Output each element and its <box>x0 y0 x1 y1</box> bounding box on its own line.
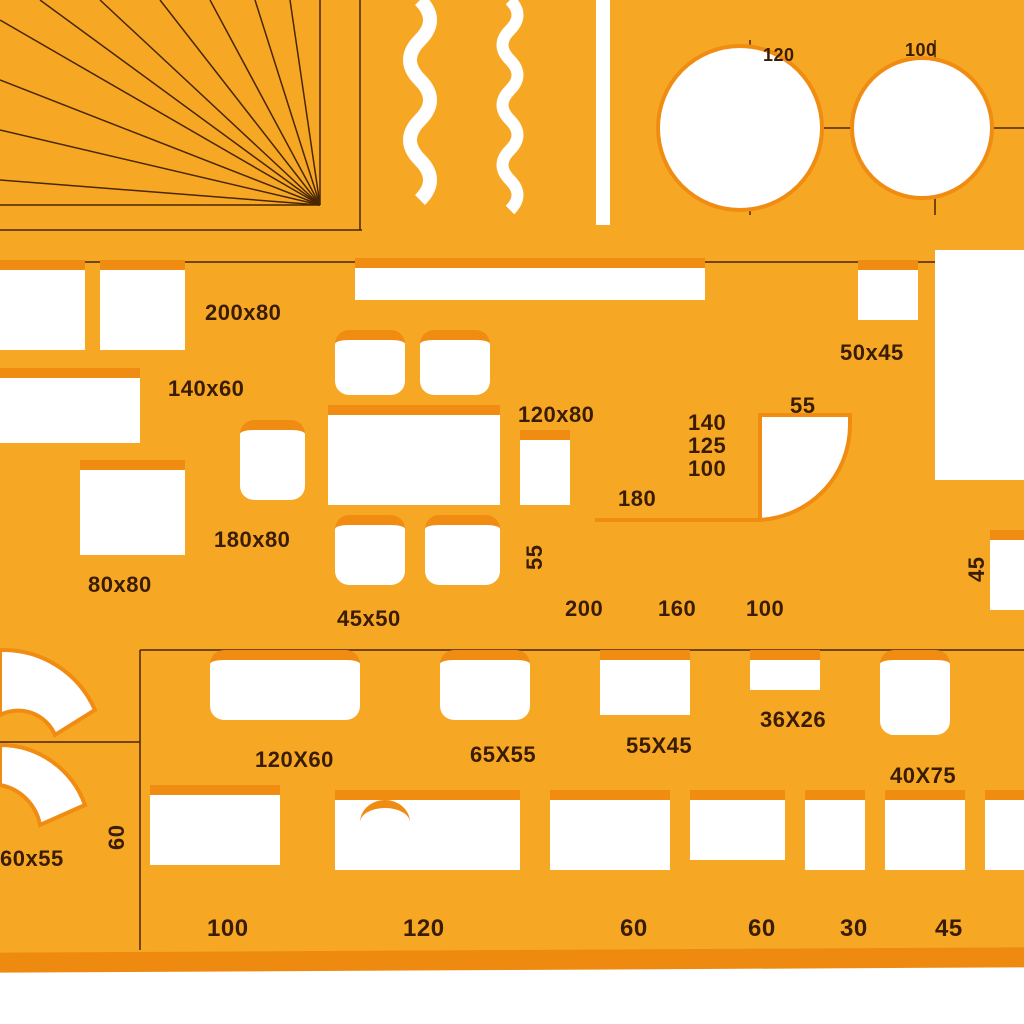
label-120x60: 120X60 <box>255 747 334 772</box>
label-180: 180 <box>618 486 657 511</box>
cutout-30 <box>805 790 865 870</box>
orange-drafting-template: 200x80 140x60 120x80 180x80 80x80 45x50 … <box>0 0 1024 955</box>
cutout-55x45 <box>600 650 690 715</box>
chair-cutout <box>425 515 500 585</box>
cutout-120x80 <box>520 430 570 505</box>
cutout-large-right <box>935 250 1024 480</box>
label-55x45: 55X45 <box>626 733 693 758</box>
label-36x26: 36X26 <box>760 707 827 732</box>
circle-label-120: 120 <box>763 45 795 65</box>
label-200: 200 <box>565 596 604 621</box>
label-65x55: 65X55 <box>470 742 537 767</box>
toilet-cutout <box>880 650 950 735</box>
cutout-40x75 <box>885 790 965 870</box>
basin-hole <box>360 800 410 845</box>
cutout-80x80 <box>80 460 185 555</box>
cutout-140x60 <box>0 368 140 443</box>
label-60x55: 60x55 <box>0 846 64 871</box>
label-60-vertical: 60 <box>104 824 129 850</box>
label-40x75: 40X75 <box>890 763 957 788</box>
stove-cutout <box>550 790 670 870</box>
cutout-36x26 <box>750 650 820 690</box>
cutout-65x55 <box>440 650 530 720</box>
scale-label: 30 <box>840 915 868 942</box>
label-100: 100 <box>688 456 727 481</box>
scale-label: 60 <box>748 915 776 942</box>
cutout-200x80-b <box>100 260 185 350</box>
label-140: 140 <box>688 410 727 435</box>
cutout-table <box>328 405 500 505</box>
comb-cutout <box>355 258 705 300</box>
scale-label: 60 <box>620 915 648 942</box>
cutout-200x80-a <box>0 260 85 350</box>
cutout-180x80 <box>240 420 305 500</box>
cutout-45 <box>990 530 1024 610</box>
label-50x45: 50x45 <box>840 340 904 365</box>
label-200x80: 200x80 <box>205 300 282 325</box>
label-180x80: 180x80 <box>214 527 291 552</box>
label-100-b: 100 <box>746 596 785 621</box>
scale-label: 100 <box>207 915 249 942</box>
label-140x60: 140x60 <box>168 376 245 401</box>
scale-label: 45 <box>935 915 963 942</box>
cutout-50x45 <box>858 260 918 320</box>
label-55-vertical: 55 <box>522 544 547 570</box>
label-125: 125 <box>688 433 727 458</box>
label-80x80: 80x80 <box>88 572 152 597</box>
circle-label-100: 100 <box>905 40 937 60</box>
cutout-edge <box>985 790 1024 870</box>
chair-cutout <box>420 330 490 395</box>
chair-cutout <box>335 515 405 585</box>
hob-cutout <box>690 790 785 860</box>
cutout-bottom-1 <box>150 785 280 865</box>
label-160: 160 <box>658 596 697 621</box>
label-120x80: 120x80 <box>518 402 595 427</box>
label-55: 55 <box>790 393 816 418</box>
label-45-vertical: 45 <box>964 556 989 582</box>
chair-cutout <box>335 330 405 395</box>
scale-label: 120 <box>403 915 445 942</box>
template-bevel-edge <box>0 947 1024 973</box>
template-linework <box>0 0 1024 950</box>
label-45x50: 45x50 <box>337 606 401 631</box>
cutout-120x60 <box>210 650 360 720</box>
